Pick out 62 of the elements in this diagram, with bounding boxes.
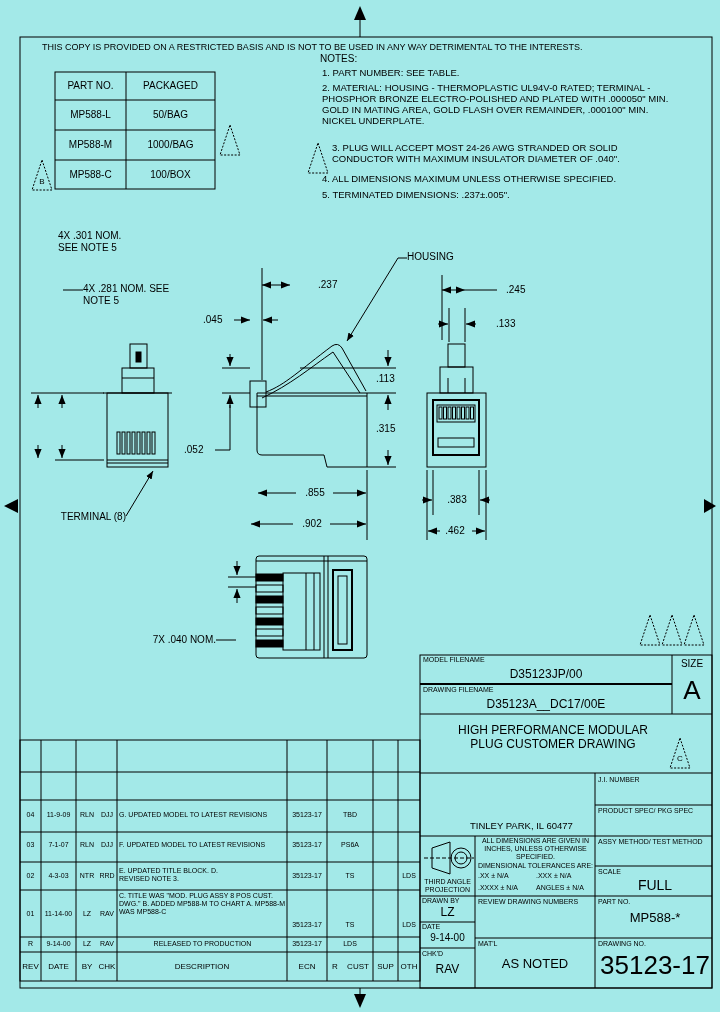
package-quantity: 50/BAG [152,109,189,121]
column-heading: OTH [399,962,419,972]
dimension-value: .383 [446,494,468,506]
address-text: TINLEY PARK, IL 60477 [470,821,574,832]
field-value: RAV [434,963,461,977]
column-heading: SUP [376,962,395,972]
notice-text: THIS COPY IS PROVIDED ON A RESTRICTED BASIS AND IS NOT TO BE USED IN ANY WAY DETRIMENTAL TO THE INTERESTS. [42,42,584,53]
column-heading: BY [80,962,94,972]
dimension-value: .902 [301,518,323,530]
dimension-value: .045 [203,314,224,326]
column-heading: PART NO. [66,80,115,92]
sheet-size: A [682,676,702,706]
callout-label: 7X .040 NOM. [152,634,216,646]
drawing-title: HIGH PERFORMANCE MODULAR PLUG CUSTOMER DRAWING [457,724,649,752]
dimension-value: .133 [496,318,517,330]
column-heading: REV [21,962,40,972]
column-heading: ECN [297,962,317,972]
field-value: 9-14-00 [429,932,466,944]
leader-line [62,289,84,291]
package-quantity: 1000/BAG [146,139,195,151]
drawing-number: 35123-17 [599,951,711,981]
leader-line [215,639,237,641]
notes-heading: NOTES: [320,53,359,65]
plug-side-view-drawing [249,343,368,468]
column-heading: DESCRIPTION [173,962,231,972]
plug-front-view-drawing [102,343,173,468]
field-value: LZ [439,906,456,920]
part-number: MP588-C [68,169,113,181]
field-value: AS NOTED [500,957,570,972]
field-value: D35123A__DC17/00E [485,698,607,712]
note-text: 4. ALL DIMENSIONS MAXIMUM UNLESS OTHERWISE SPECIFIED. [322,174,618,185]
part-number: MP588-L [69,109,112,121]
field-value: D35123JP/00 [508,668,584,682]
dimension-value: .462 [444,525,466,537]
package-quantity: 100/BOX [149,169,192,181]
column-heading: CUST [346,962,370,972]
leader-line [346,257,408,342]
note-text: 1. PART NUMBER: SEE TABLE. [322,68,461,79]
column-heading: DATE [47,962,70,972]
column-heading: R [331,962,339,972]
field-value: MP588-* [628,911,682,926]
column-heading: PACKAGED [142,80,199,92]
dimension-value: .052 [184,444,205,456]
note-text: 2. MATERIAL: HOUSING - THERMOPLASTIC UL94V-0 RATED; TERMINAL - PHOSPHOR BRONZE ELECTRO-POLISHED AND PLATED WITH .000050" MIN. GOLD IN MATING AREA, GOLD FLASH OVER REMAINDER, .000100" MIN. NICKEL UNDERPLATE. [322,83,670,127]
field-label: SIZE [679,658,705,670]
part-number: MP588-M [67,139,114,151]
callout-label: TERMINAL (8) [60,511,126,523]
dimension-value: .855 [304,487,326,499]
leader-line [125,470,154,517]
dimension-value: .315 [376,423,397,435]
dimension-value: .245 [506,284,527,296]
dimension-value: .237 [318,279,339,291]
note-text: 5. TERMINATED DIMENSIONS: .237±.005". [322,190,511,201]
column-heading: CHK [97,962,117,972]
dimension-value: .113 [376,373,396,385]
revision-letter: C [676,754,684,764]
field-value: FULL [636,877,674,894]
callout-label: 4X .281 NOM. SEE NOTE 5 [83,283,173,306]
callout-label: HOUSING [407,251,454,263]
note-text: 3. PLUG WILL ACCEPT MOST 24-26 AWG STRANDED OR SOLID CONDUCTOR WITH MAXIMUM INSULATOR DIAMETER OF .040". [332,143,621,165]
dimension-note: 4X .301 NOM. SEE NOTE 5 [58,230,123,253]
revision-letter: B [38,177,46,187]
